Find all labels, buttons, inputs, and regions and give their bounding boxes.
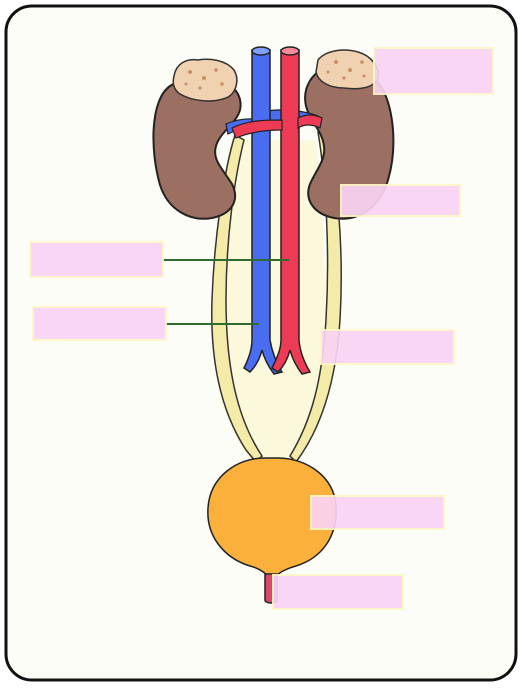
vena-cava-opening xyxy=(252,47,270,55)
urethra-label-box[interactable] xyxy=(274,576,402,608)
bladder-label-box[interactable] xyxy=(312,497,443,528)
adrenal-gland-label-box[interactable] xyxy=(375,49,492,93)
ureter-label-box[interactable] xyxy=(322,331,453,363)
aorta-opening xyxy=(281,47,299,55)
left-adrenal-gland xyxy=(173,59,237,101)
artery-label-box[interactable] xyxy=(31,243,162,276)
vein-label-box[interactable] xyxy=(34,308,165,339)
kidney-label-box[interactable] xyxy=(342,186,459,215)
